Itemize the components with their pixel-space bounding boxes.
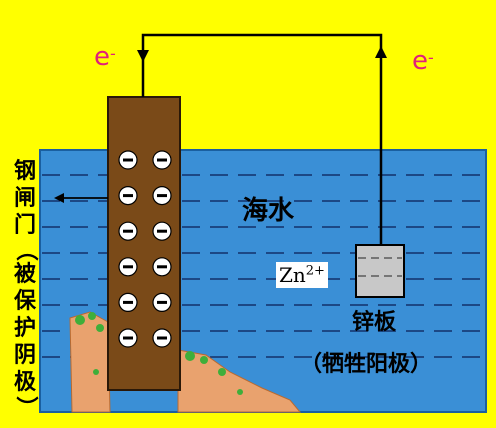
electron-icon (118, 186, 138, 206)
arrow-down-icon (137, 50, 149, 62)
zinc-ion-label: Zn2+ (276, 262, 328, 288)
electron-icon (118, 257, 138, 277)
gate-label-paren: （ (13, 238, 38, 261)
gate-label-char: 极 (13, 370, 36, 395)
zinc-plate-label: 锌板 (352, 310, 397, 335)
electron-label-right: e- (412, 46, 434, 76)
electron-label-left: e- (94, 42, 116, 72)
electron-icon (152, 186, 172, 206)
arrow-left-icon (54, 193, 64, 203)
zinc-plate (355, 244, 405, 298)
sacrificial-anode-label: （牺牲阳极） (300, 352, 433, 377)
external-wire (141, 33, 383, 245)
gate-label-paren: ） (13, 395, 38, 418)
zinc-plate-lines (358, 257, 402, 277)
electron-icon (152, 292, 172, 312)
gate-label-char: 阴 (13, 343, 36, 368)
gate-label-char: 护 (13, 316, 36, 341)
electron-icon (118, 221, 138, 241)
gate-label-char: 被 (13, 262, 36, 287)
gate-label-char: 门 (13, 213, 36, 238)
electron-icon (152, 150, 172, 170)
seawater-label: 海水 (242, 196, 295, 226)
gate-label: 钢 闸 门 （ 被 保 护 阴 极 ） (12, 158, 38, 418)
electron-icon (118, 150, 138, 170)
electron-icon (152, 221, 172, 241)
steel-gate (107, 96, 181, 391)
electron-icon (118, 328, 138, 348)
electron-icon (118, 292, 138, 312)
gate-label-char: 闸 (13, 186, 36, 211)
seaweed (75, 312, 243, 395)
electron-icon (152, 328, 172, 348)
electron-icon (152, 257, 172, 277)
gate-label-char: 钢 (13, 159, 36, 184)
arrow-up-icon (375, 46, 387, 58)
gate-label-char: 保 (13, 289, 36, 314)
electron-grid (118, 150, 172, 348)
